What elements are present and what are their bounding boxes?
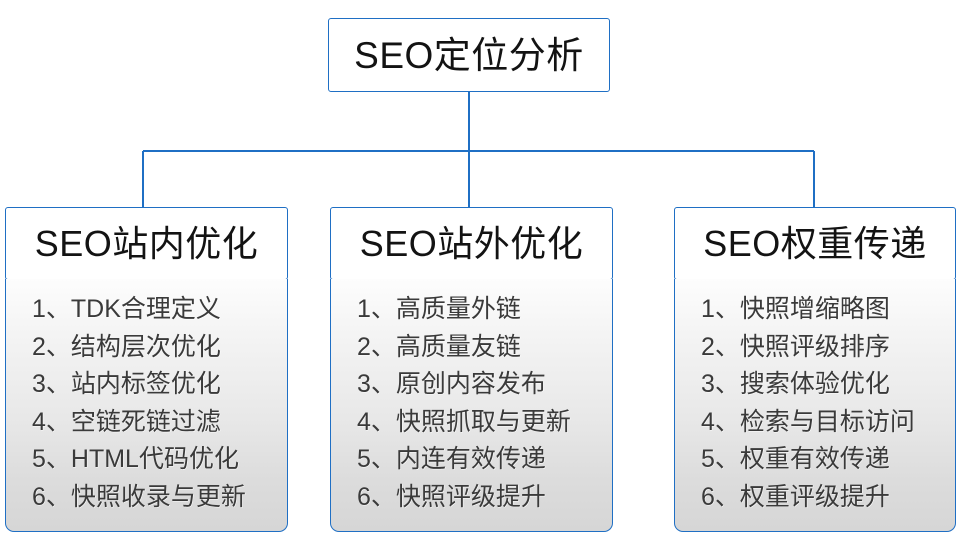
root-node-title: SEO定位分析: [354, 34, 584, 76]
list-item: 2、高质量友链: [357, 332, 521, 361]
list-item: 3、搜索体验优化: [701, 370, 890, 398]
list-item: 5、内连有效传递: [357, 445, 546, 473]
list-item: 1、快照增缩略图: [701, 295, 890, 323]
list-item: 4、检索与目标访问: [701, 407, 915, 436]
list-item: 6、权重评级提升: [701, 482, 890, 511]
item-list-weight-transfer: 1、快照增缩略图 2、快照评级排序 3、搜索体验优化 4、检索与目标访问 5、权…: [675, 291, 915, 516]
branch-title-offsite: SEO站外优化: [359, 222, 584, 264]
item-list-offsite: 1、高质量外链 2、高质量友链 3、原创内容发布 4、快照抓取与更新 5、内连有…: [331, 291, 571, 516]
branch-title-weight-transfer: SEO权重传递: [703, 222, 927, 264]
list-item: 2、结构层次优化: [32, 332, 221, 361]
list-item: 5、HTML代码优化: [32, 445, 239, 473]
list-item: 4、空链死链过滤: [32, 407, 221, 436]
branch-column-offsite: SEO站外优化 1、高质量外链 2、高质量友链 3、原创内容发布 4、快照抓取与…: [330, 207, 613, 532]
branch-title-onsite: SEO站内优化: [34, 222, 259, 264]
list-item: 6、快照评级提升: [357, 482, 546, 511]
branch-column-onsite: SEO站内优化 1、TDK合理定义 2、结构层次优化 3、站内标签优化 4、空链…: [5, 207, 288, 532]
root-node-seo-positioning[interactable]: SEO定位分析: [328, 18, 610, 92]
item-list-onsite: 1、TDK合理定义 2、结构层次优化 3、站内标签优化 4、空链死链过滤 5、H…: [6, 291, 246, 516]
branch-header-weight-transfer[interactable]: SEO权重传递: [674, 207, 956, 280]
list-item: 4、快照抓取与更新: [357, 407, 571, 436]
branch-column-weight-transfer: SEO权重传递 1、快照增缩略图 2、快照评级排序 3、搜索体验优化 4、检索与…: [674, 207, 956, 532]
branch-body-onsite: 1、TDK合理定义 2、结构层次优化 3、站内标签优化 4、空链死链过滤 5、H…: [5, 279, 288, 532]
branch-body-offsite: 1、高质量外链 2、高质量友链 3、原创内容发布 4、快照抓取与更新 5、内连有…: [330, 279, 613, 532]
list-item: 5、权重有效传递: [701, 445, 890, 473]
list-item: 3、原创内容发布: [357, 370, 546, 398]
list-item: 3、站内标签优化: [32, 370, 221, 398]
branch-header-offsite[interactable]: SEO站外优化: [330, 207, 613, 280]
branch-header-onsite[interactable]: SEO站内优化: [5, 207, 288, 280]
list-item: 2、快照评级排序: [701, 332, 890, 361]
branch-body-weight-transfer: 1、快照增缩略图 2、快照评级排序 3、搜索体验优化 4、检索与目标访问 5、权…: [674, 279, 956, 532]
list-item: 1、TDK合理定义: [32, 295, 221, 323]
list-item: 6、快照收录与更新: [32, 482, 246, 511]
list-item: 1、高质量外链: [357, 295, 521, 323]
